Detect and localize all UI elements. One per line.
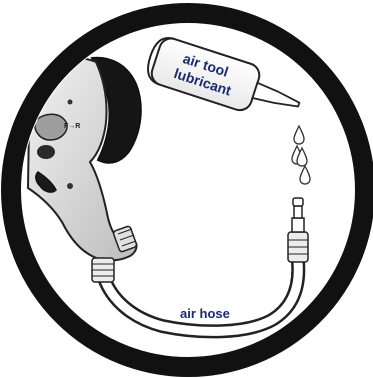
air-hose: air hose	[92, 198, 308, 331]
hose-collar-left	[92, 258, 114, 282]
hose-label: air hose	[180, 306, 230, 321]
hose-connector-plug	[292, 198, 304, 232]
tool-exhaust-detail	[35, 114, 67, 140]
tool-port-icon	[37, 145, 55, 159]
oil-drops	[292, 126, 310, 184]
tool-marking: F→R	[64, 123, 80, 130]
oil-drop-icon	[294, 126, 304, 144]
tool-screw-icon-2	[68, 100, 73, 105]
hose-collar-right	[288, 232, 308, 262]
bottle-nozzle	[253, 83, 302, 112]
oil-drop-icon	[300, 166, 310, 184]
tool-screw-icon	[67, 183, 73, 189]
